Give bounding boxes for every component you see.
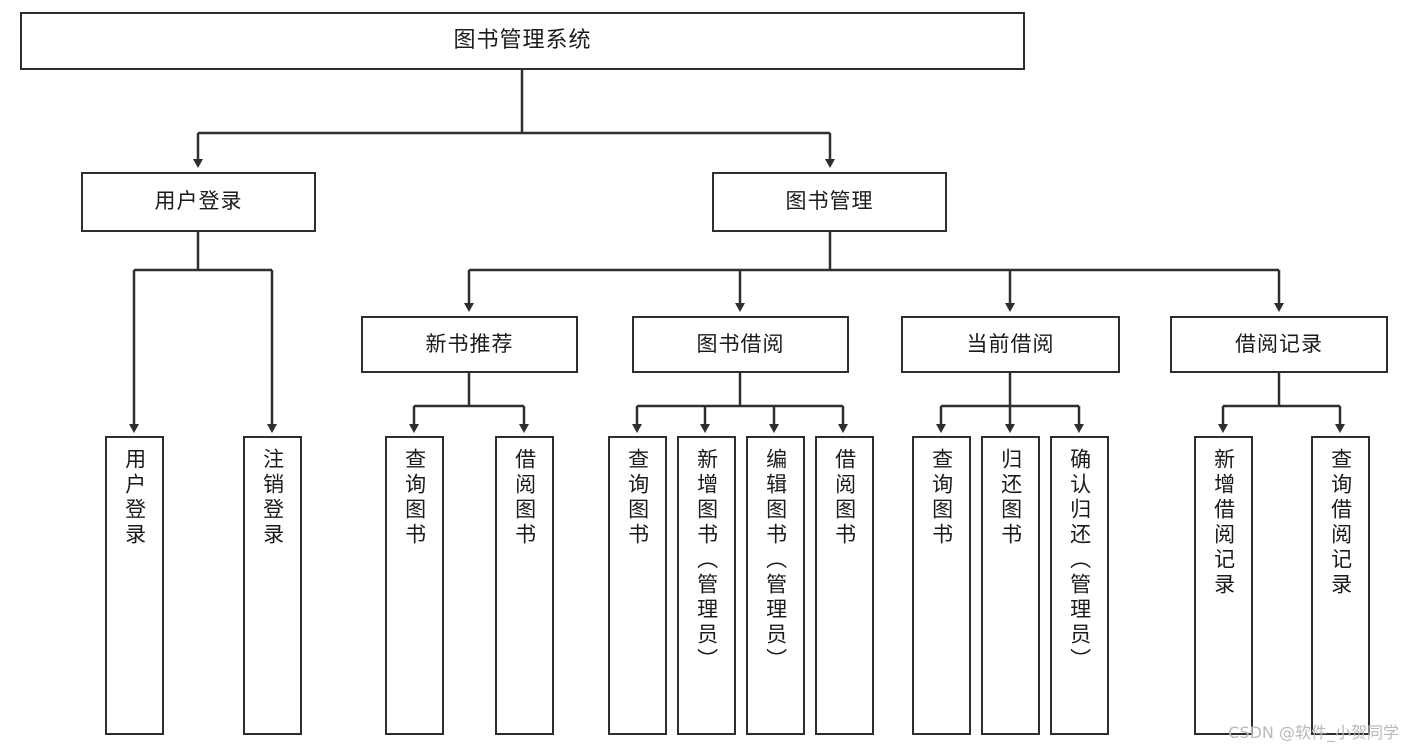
node-book-manage[interactable]: 图书管理 bbox=[712, 172, 947, 232]
leaf-edit-book[interactable]: 编辑图书（管理员） bbox=[746, 436, 805, 735]
node-label: 查询图书 bbox=[929, 448, 954, 548]
node-label: 用户登录 bbox=[122, 448, 147, 548]
node-label: 新增借阅记录 bbox=[1211, 448, 1236, 598]
leaf-return-book[interactable]: 归还图书 bbox=[981, 436, 1040, 735]
node-label: 用户登录 bbox=[154, 189, 243, 214]
node-label: 当前借阅 bbox=[966, 331, 1055, 356]
node-current-borrow[interactable]: 当前借阅 bbox=[901, 316, 1120, 373]
leaf-query-book-recommend[interactable]: 查询图书 bbox=[385, 436, 444, 735]
node-new-book-recommend[interactable]: 新书推荐 bbox=[361, 316, 578, 373]
leaf-user-login[interactable]: 用户登录 bbox=[105, 436, 164, 735]
node-label: 图书管理系统 bbox=[453, 27, 592, 53]
node-label: 新书推荐 bbox=[425, 331, 514, 356]
leaf-add-borrow-record[interactable]: 新增借阅记录 bbox=[1194, 436, 1253, 735]
node-label: 注销登录 bbox=[260, 448, 285, 548]
node-label: 借阅图书 bbox=[832, 448, 857, 548]
node-book-borrow[interactable]: 图书借阅 bbox=[632, 316, 849, 373]
node-label: 编辑图书（管理员） bbox=[763, 448, 788, 673]
node-label: 确认归还（管理员） bbox=[1067, 448, 1092, 673]
node-label: 新增图书（管理员） bbox=[694, 448, 719, 673]
leaf-borrow-book[interactable]: 借阅图书 bbox=[815, 436, 874, 735]
node-label: 查询图书 bbox=[402, 448, 427, 548]
node-label: 归还图书 bbox=[998, 448, 1023, 548]
leaf-logout[interactable]: 注销登录 bbox=[243, 436, 302, 735]
node-label: 图书借阅 bbox=[696, 331, 785, 356]
node-user-login[interactable]: 用户登录 bbox=[81, 172, 316, 232]
node-root-system[interactable]: 图书管理系统 bbox=[20, 12, 1025, 70]
node-borrow-record[interactable]: 借阅记录 bbox=[1170, 316, 1388, 373]
leaf-add-book[interactable]: 新增图书（管理员） bbox=[677, 436, 736, 735]
leaf-query-borrow-record[interactable]: 查询借阅记录 bbox=[1311, 436, 1370, 735]
node-label: 借阅图书 bbox=[512, 448, 537, 548]
leaf-borrow-book-recommend[interactable]: 借阅图书 bbox=[495, 436, 554, 735]
leaf-query-book-current[interactable]: 查询图书 bbox=[912, 436, 971, 735]
node-label: 借阅记录 bbox=[1235, 331, 1323, 356]
node-label: 查询图书 bbox=[625, 448, 650, 548]
node-label: 查询借阅记录 bbox=[1328, 448, 1353, 598]
node-label: 图书管理 bbox=[785, 189, 874, 214]
leaf-query-book-borrow[interactable]: 查询图书 bbox=[608, 436, 667, 735]
leaf-confirm-return[interactable]: 确认归还（管理员） bbox=[1050, 436, 1109, 735]
